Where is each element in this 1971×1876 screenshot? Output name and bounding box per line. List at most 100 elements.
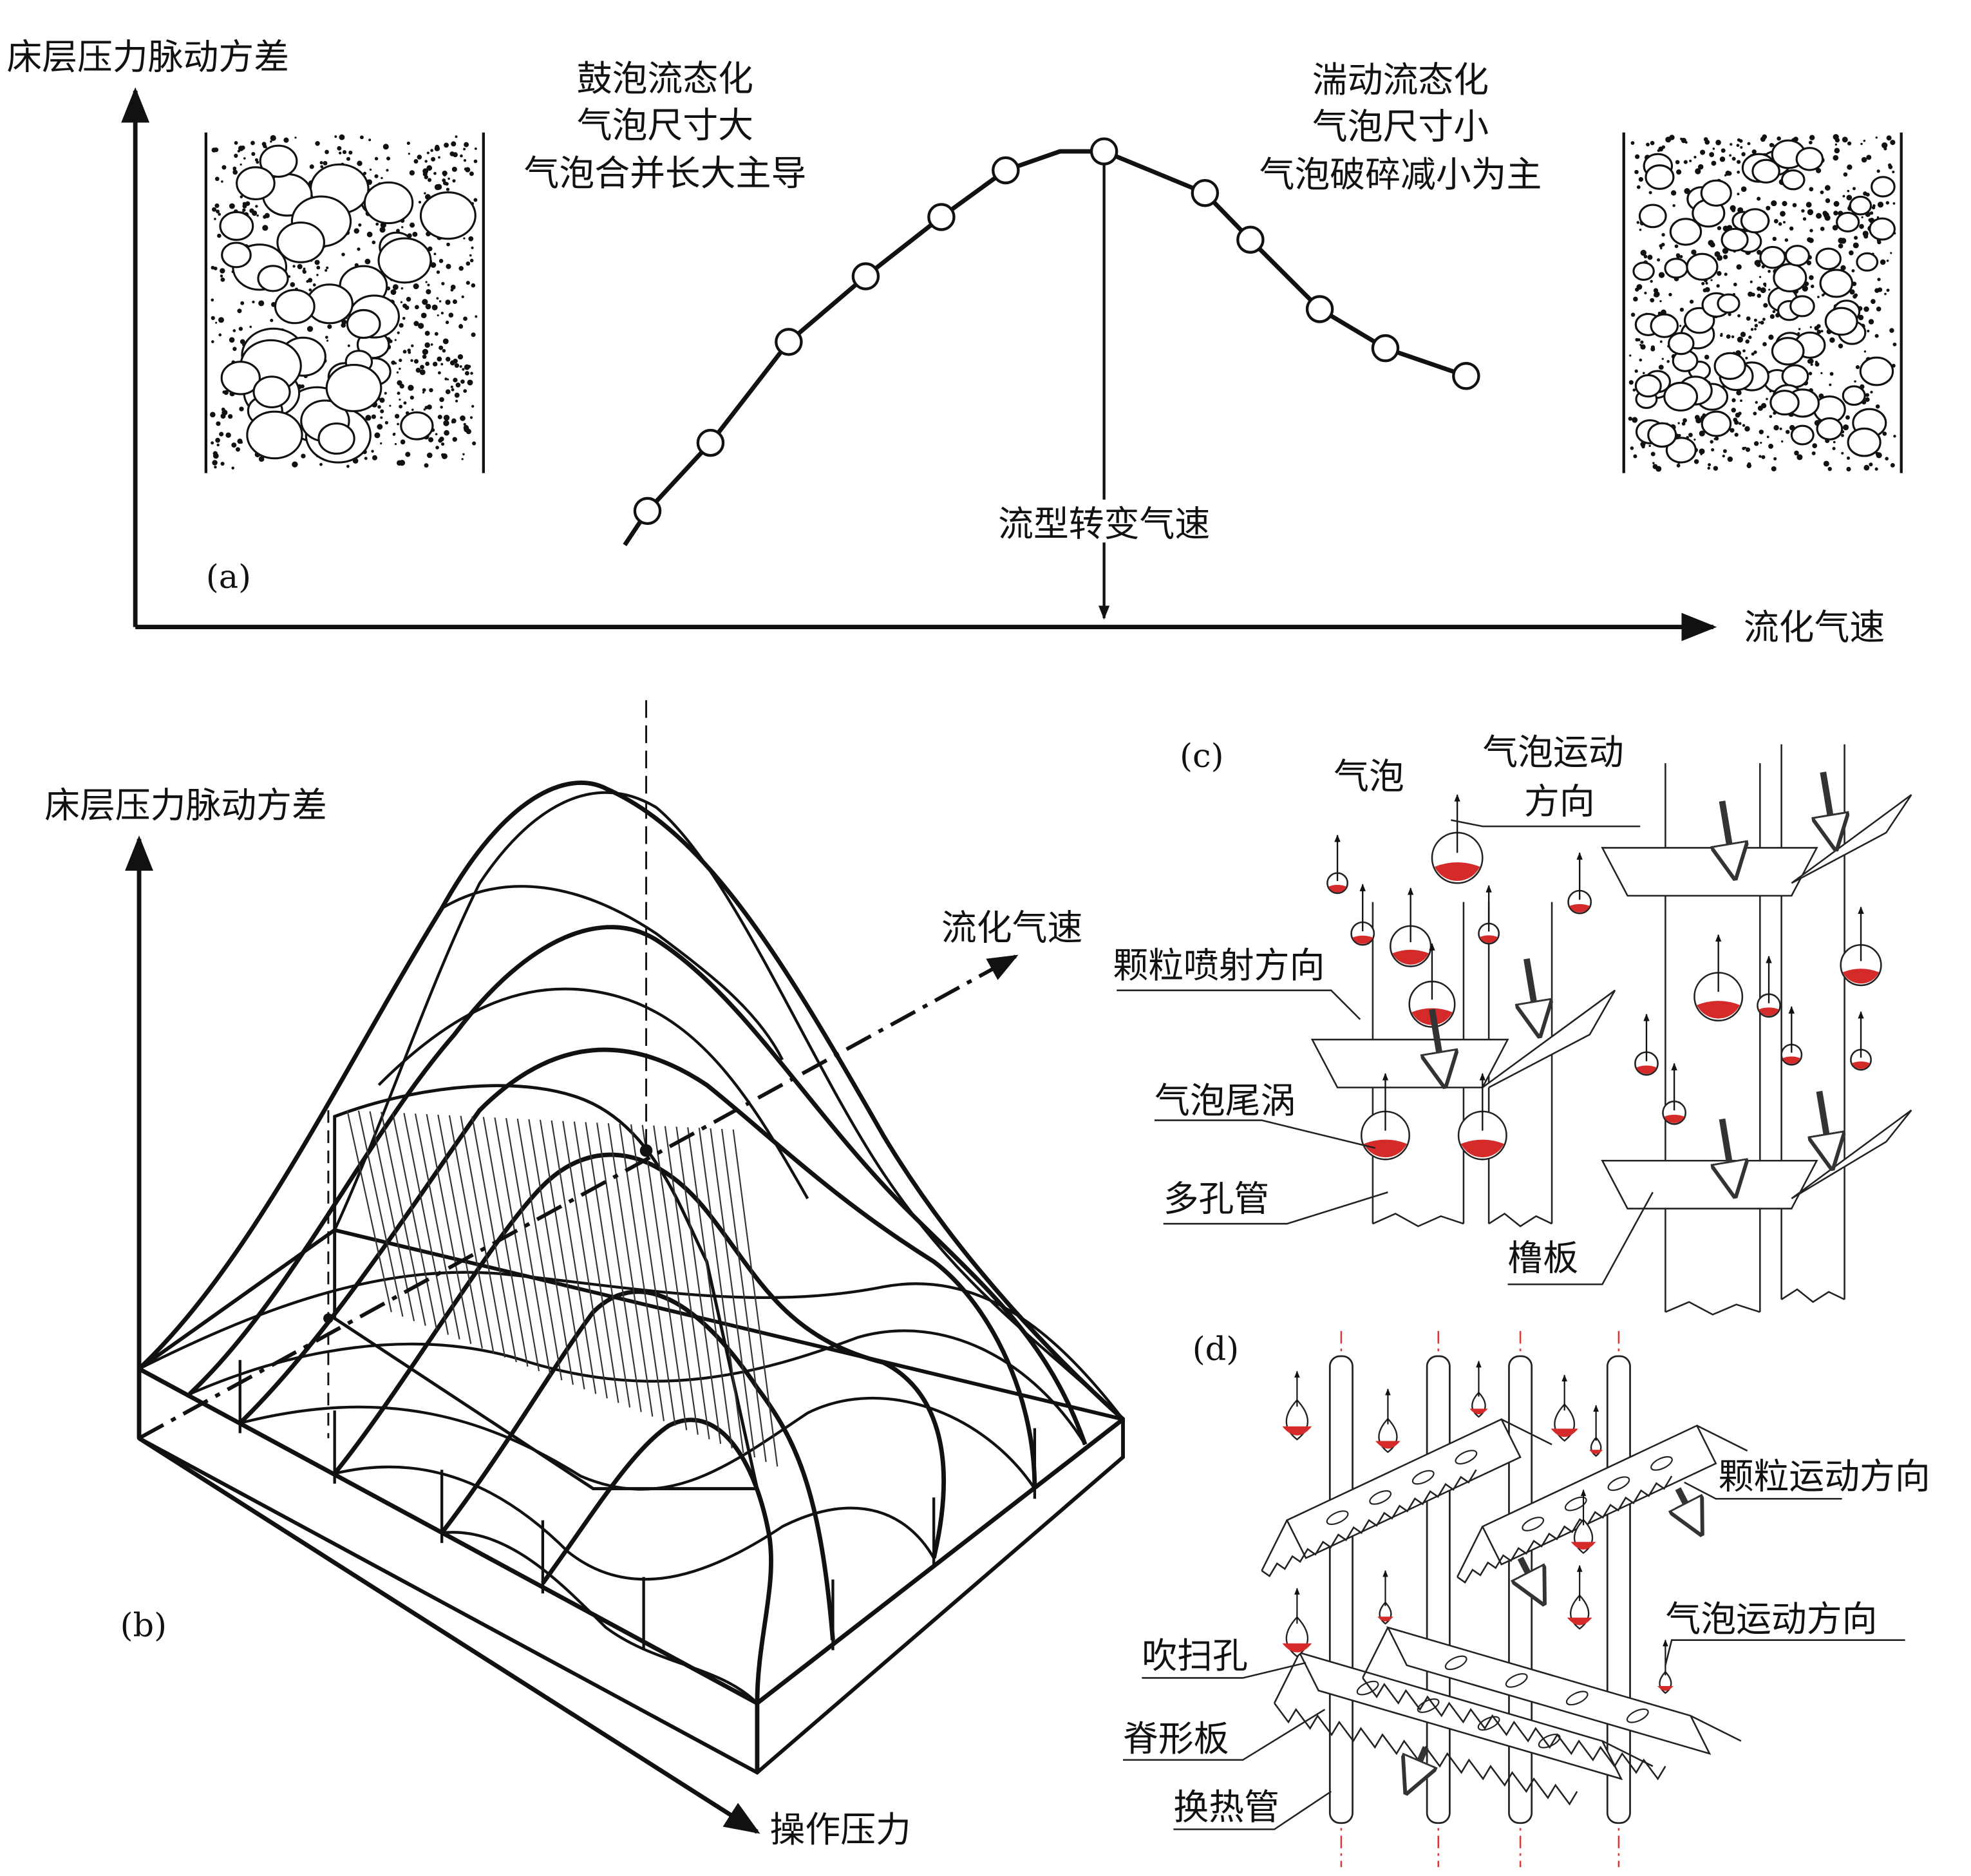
bubble-wake	[1469, 1408, 1488, 1415]
hatch-line	[653, 1125, 699, 1435]
particle-dot	[1634, 169, 1639, 175]
particle-dot	[1842, 424, 1849, 431]
particle-dot	[1860, 142, 1863, 146]
particle-dot	[448, 312, 454, 318]
bubble	[1847, 427, 1881, 457]
particle-dot	[316, 274, 319, 276]
particle-dot	[1868, 218, 1872, 222]
particle-dot	[412, 231, 418, 237]
particle-dot	[338, 151, 342, 155]
hatch-line	[641, 1124, 688, 1430]
particle-dot	[472, 441, 476, 446]
particle-dot	[1722, 254, 1728, 260]
particle-dot	[1802, 285, 1808, 292]
particle-dot	[464, 142, 469, 147]
particle-dot	[308, 278, 313, 283]
bubble	[1849, 195, 1872, 216]
curve-line	[623, 149, 1480, 547]
particle-dot	[403, 401, 407, 405]
particle-dot	[422, 299, 428, 305]
particle-dot	[211, 265, 215, 270]
particle-dot	[1823, 460, 1829, 467]
particle-dot	[245, 201, 250, 206]
particle-dot	[394, 442, 397, 446]
particle-dot	[1654, 291, 1660, 298]
baffle-plate	[1601, 847, 1818, 897]
hatch-line	[381, 1112, 426, 1326]
particle-dot	[1845, 415, 1850, 420]
mesh-line-velocity	[334, 1465, 936, 1581]
bubble	[1869, 217, 1896, 241]
particle-dot	[424, 192, 426, 194]
particle-dot	[433, 171, 437, 175]
particle-dot	[424, 463, 429, 468]
ridge-plate	[1362, 1626, 1742, 1756]
particle-dot	[402, 316, 406, 320]
particle-dot	[1809, 326, 1812, 328]
hatch-line	[664, 1126, 710, 1439]
particle-dot	[1809, 140, 1813, 145]
particle-dot	[392, 433, 396, 436]
particle-dot	[1875, 404, 1880, 409]
panel-b-tag: (b)	[120, 1607, 167, 1645]
particle-dot	[342, 150, 347, 155]
particle-dot	[1854, 380, 1856, 383]
particle-dot	[270, 140, 272, 143]
particle-dot	[1766, 435, 1769, 439]
particle-dot	[1801, 209, 1805, 213]
particle-dot	[240, 301, 245, 305]
leader-line	[1451, 819, 1641, 828]
particle-dot	[1650, 345, 1655, 350]
particle-dot	[1760, 321, 1764, 325]
particle-dot	[460, 379, 465, 384]
bubble-wake	[1782, 1056, 1801, 1065]
particle-dot	[222, 165, 227, 170]
turbulent-bed-illustration	[1622, 132, 1903, 473]
particle-dot	[1652, 462, 1655, 464]
panel-d-tag: (d)	[1193, 1331, 1239, 1369]
particle-dot	[212, 207, 217, 212]
particle-dot	[1863, 306, 1869, 312]
particle-dot	[437, 314, 439, 317]
particle-dot	[1636, 221, 1640, 224]
bubble	[1769, 390, 1800, 416]
purge-hole	[1417, 1698, 1440, 1713]
particle-dot	[1772, 236, 1777, 242]
particle-dot	[399, 459, 406, 466]
particle-dot	[1834, 147, 1840, 154]
particle-dot	[435, 433, 438, 435]
particle-dot	[255, 205, 258, 208]
particle-dot	[384, 421, 389, 425]
particle-dot	[339, 134, 345, 140]
particle-dot	[380, 416, 383, 419]
particle-dot	[222, 410, 228, 416]
particle-dot	[1761, 455, 1766, 459]
particle-dot	[1659, 340, 1663, 343]
particle-dot	[365, 415, 372, 421]
bubble	[1751, 158, 1780, 184]
particle-dot	[439, 437, 444, 442]
particle-dot	[1807, 359, 1813, 364]
particle-dot	[445, 299, 451, 305]
particle-dot	[420, 312, 427, 319]
particle-dot	[441, 453, 448, 460]
particle-dot	[1869, 211, 1874, 215]
particle-dot	[1730, 428, 1735, 433]
particle-dot	[1712, 147, 1715, 150]
particle-dot	[473, 159, 478, 164]
particle-dot	[386, 156, 391, 161]
particle-jet-arrow	[1722, 801, 1735, 877]
particle-dot	[1740, 399, 1742, 403]
particle-dot	[1876, 307, 1881, 312]
particle-dot	[465, 167, 471, 173]
particle-jet-arrow	[1823, 772, 1836, 848]
particle-dot	[437, 371, 441, 375]
particle-dot	[306, 280, 309, 283]
particle-dot	[234, 153, 238, 158]
particle-dot	[1632, 388, 1636, 392]
hatch-line	[607, 1123, 654, 1417]
particle-dot	[466, 281, 470, 285]
particle-dot	[297, 263, 303, 270]
particle-dot	[1728, 312, 1731, 316]
particle-dot	[422, 348, 429, 355]
